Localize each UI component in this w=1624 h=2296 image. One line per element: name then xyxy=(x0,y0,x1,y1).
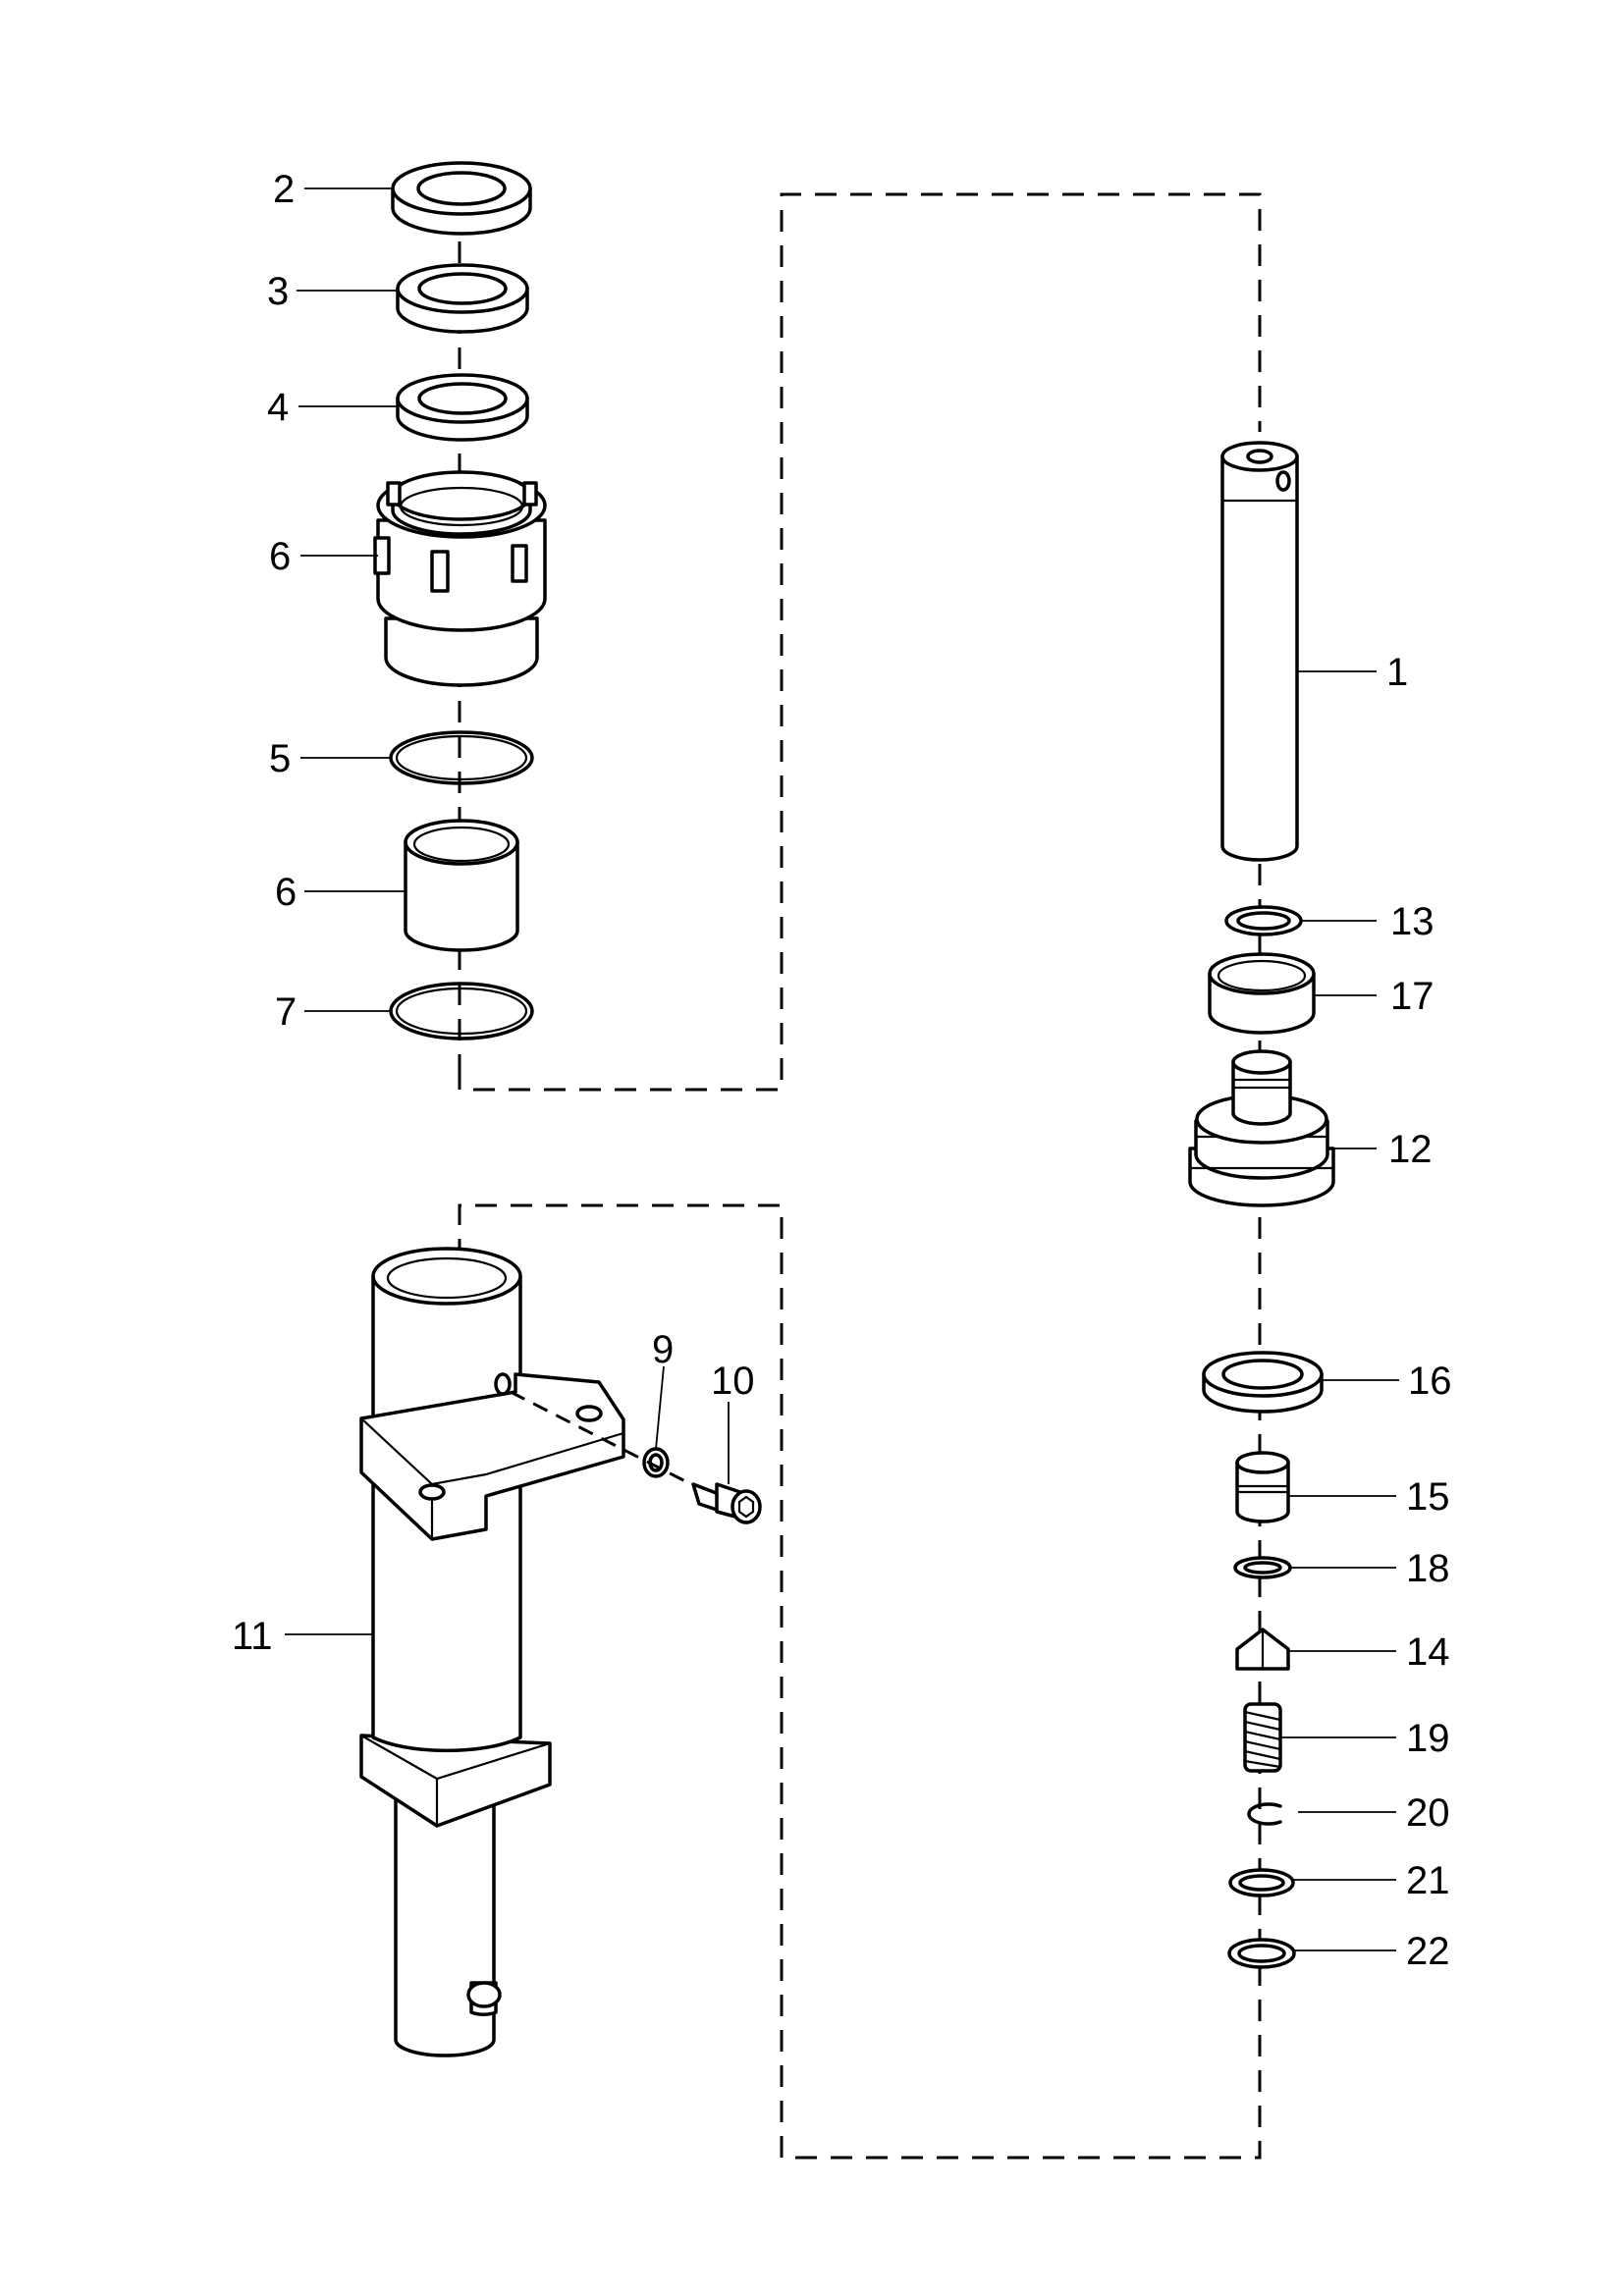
callout-6-bushing: 6 xyxy=(275,871,297,914)
callout-20: 20 xyxy=(1406,1791,1450,1835)
callout-6-housing: 6 xyxy=(269,535,291,578)
callout-3: 3 xyxy=(267,270,289,313)
part-4-ring xyxy=(396,373,529,442)
callout-4: 4 xyxy=(267,386,289,429)
callout-15: 15 xyxy=(1406,1475,1450,1519)
part-14-valve-poppet xyxy=(1235,1628,1290,1671)
part-10-screw xyxy=(691,1482,762,1524)
callout-17: 17 xyxy=(1390,975,1435,1018)
callout-labels: 2 3 4 6 5 6 7 1 13 17 12 16 15 18 14 19 … xyxy=(232,168,1452,1973)
part-11-housing-tube xyxy=(359,1247,625,2057)
callout-7: 7 xyxy=(275,990,297,1034)
callout-14: 14 xyxy=(1406,1630,1450,1674)
part-5-o-ring xyxy=(389,730,534,785)
part-16-washer xyxy=(1202,1351,1324,1414)
callout-11: 11 xyxy=(232,1615,273,1658)
part-7-o-ring xyxy=(389,982,534,1041)
callout-5: 5 xyxy=(269,737,291,780)
part-17-bushing-ring xyxy=(1208,952,1316,1035)
leader-lines xyxy=(285,187,1399,1951)
part-13-washer xyxy=(1224,905,1303,936)
callout-2: 2 xyxy=(273,168,295,211)
part-20-circlip xyxy=(1247,1802,1282,1826)
callout-12: 12 xyxy=(1388,1128,1433,1171)
assembly-guide-lines xyxy=(458,192,1262,2160)
callout-22: 22 xyxy=(1406,1930,1450,1973)
part-3-ring xyxy=(396,263,529,334)
part-2-washer xyxy=(391,161,532,236)
callout-1: 1 xyxy=(1386,651,1408,694)
part-18-seal xyxy=(1233,1556,1292,1579)
part-12-piston xyxy=(1188,1049,1335,1207)
callout-13: 13 xyxy=(1390,900,1435,943)
callout-19: 19 xyxy=(1406,1717,1450,1760)
callout-10: 10 xyxy=(711,1360,755,1403)
callout-21: 21 xyxy=(1406,1859,1450,1902)
callout-18: 18 xyxy=(1406,1547,1450,1590)
part-6-castellated-housing xyxy=(373,470,547,687)
part-15-plunger xyxy=(1235,1451,1290,1523)
part-22-washer xyxy=(1227,1938,1296,1969)
part-6-bushing xyxy=(404,819,519,952)
part-21-washer xyxy=(1228,1868,1295,1897)
part-1-pin-shaft xyxy=(1220,441,1299,862)
callout-9: 9 xyxy=(652,1328,674,1371)
callout-16: 16 xyxy=(1408,1360,1452,1403)
part-19-spring xyxy=(1243,1702,1282,1773)
